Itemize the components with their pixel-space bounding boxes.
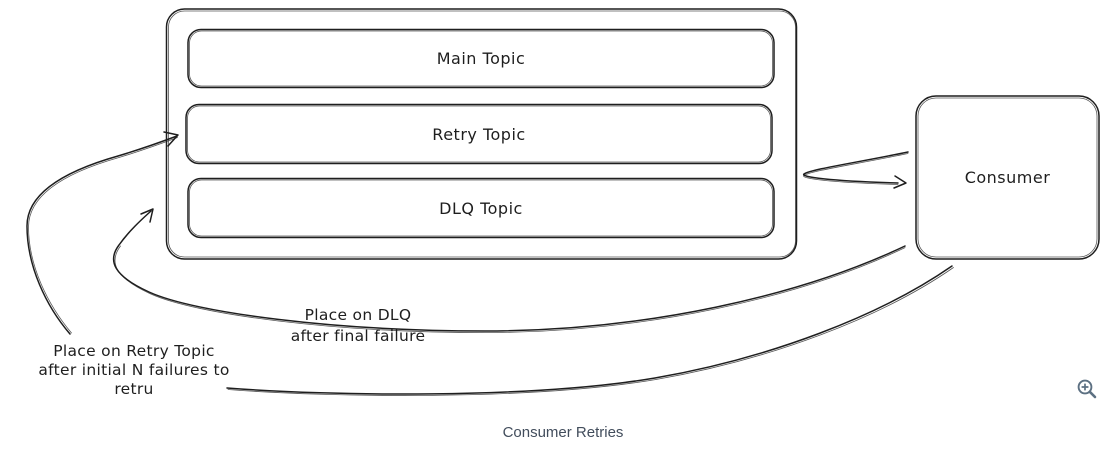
arrow-consumer-to-retry-line-sketch	[227, 267, 954, 396]
main-topic-label: Main Topic	[436, 49, 526, 68]
arrowhead-retry-topic	[163, 131, 179, 147]
arrowhead-dlq	[140, 208, 154, 223]
diagram-caption: Consumer Retries	[502, 424, 624, 441]
retry-annotation-line3: retru	[114, 380, 154, 398]
zoom-in-button[interactable]	[1072, 374, 1102, 404]
retry-annotation-line2: after initial N failures to	[38, 361, 230, 379]
topics-group-box-sketch	[168, 10, 796, 258]
dlq-topic-box	[187, 177, 775, 239]
main-topic-box	[187, 28, 775, 89]
retry-topic-box-sketch	[187, 105, 771, 163]
dlq-topic-label: DLQ Topic	[439, 198, 523, 218]
retry-topic-label: Retry Topic	[432, 124, 526, 144]
topics-group-box	[165, 8, 798, 260]
dlq-annotation: Place on DLQ after final failure	[258, 305, 458, 347]
retry-topic-box	[185, 103, 773, 165]
consumer-box-sketch	[917, 97, 1098, 258]
arrow-consumer-to-dlq-sketch	[114, 245, 906, 333]
dlq-annotation-line1: Place on DLQ	[304, 306, 412, 324]
dlq-topic-box-sketch	[189, 179, 773, 237]
arrow-topics-to-consumer	[803, 151, 909, 184]
arrow-note-to-retry-topic-sketch	[28, 137, 178, 334]
arrowhead-consumer	[893, 175, 907, 189]
arrow-note-to-retry-topic	[26, 135, 178, 335]
arrow-topics-to-consumer-sketch	[803, 153, 909, 185]
zoom-in-icon	[1077, 379, 1097, 399]
consumer-box	[915, 95, 1100, 260]
consumer-label: Consumer	[964, 168, 1051, 187]
retry-annotation: Place on Retry Topic after initial N fai…	[8, 342, 260, 399]
arrow-consumer-to-dlq	[112, 210, 906, 332]
retry-annotation-line1: Place on Retry Topic	[53, 342, 215, 360]
arrow-consumer-to-retry-line	[226, 265, 953, 395]
main-topic-box-sketch	[189, 30, 773, 87]
dlq-annotation-line2: after final failure	[290, 327, 426, 345]
